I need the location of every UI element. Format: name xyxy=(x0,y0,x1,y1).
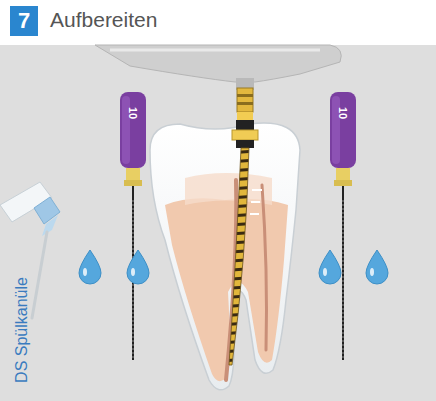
file-size-number: 10 xyxy=(337,107,349,119)
title: Aufbereiten xyxy=(50,8,157,32)
irrigation-cannula-label: DS Spülkanüle xyxy=(13,277,31,383)
badge-number: 7 xyxy=(18,10,30,32)
file-size-number: 10 xyxy=(127,107,139,119)
step-badge: 7 xyxy=(10,6,38,36)
